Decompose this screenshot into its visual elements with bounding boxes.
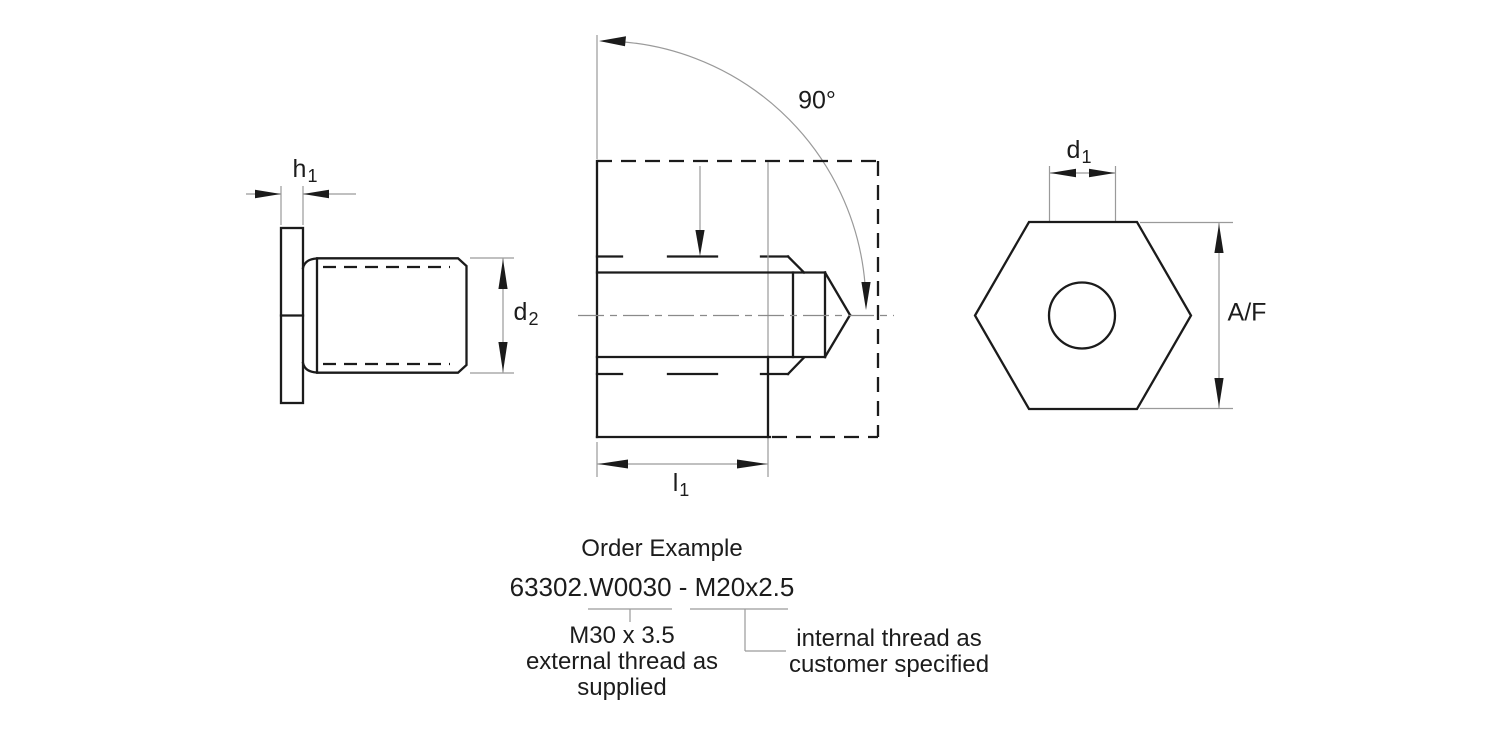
l1-arrowhead-right (737, 459, 767, 469)
section-view (578, 35, 894, 477)
d2-dimension-label: d2 (513, 298, 539, 329)
crest-top-chamfer (786, 254, 806, 275)
external-thread-note-line1: M30 x 3.5 (569, 622, 675, 649)
l1-arrowhead-left (598, 459, 628, 469)
point-cone-upper (823, 270, 852, 317)
external-thread-note-line3: supplied (577, 674, 667, 701)
angle-arrowhead-start (599, 36, 626, 47)
d1-arrowhead-left (1050, 168, 1076, 178)
order-example-heading: Order Example (581, 535, 743, 562)
crest-bottom-chamfer (786, 355, 806, 376)
h1-arrowhead-right (303, 189, 329, 199)
h1-dimension-label: h1 (292, 155, 318, 186)
order-example-code: 63302.W0030 - M20x2.5 (509, 572, 795, 602)
d2-arrowhead-bottom (498, 342, 508, 372)
h1-label-sub: 1 (307, 166, 318, 186)
h1-arrowhead-left (255, 189, 281, 199)
d1-label-sub: 1 (1081, 147, 1092, 167)
fillet-bottom (301, 361, 319, 374)
l1-label-base: l (672, 469, 679, 497)
side-view (246, 186, 514, 405)
d2-label-sub: 2 (528, 309, 539, 329)
point-cone-lower (823, 313, 852, 359)
d2-arrowhead-top (498, 259, 508, 289)
l1-dimension-label: l1 (672, 469, 690, 500)
angle-arc (602, 40, 866, 285)
angle-dimension-label: 90° (798, 86, 836, 115)
external-thread-note: M30 x 3.5 external thread as supplied (526, 623, 718, 701)
h1-label-base: h (292, 155, 307, 183)
order-leader-lines (588, 608, 788, 652)
hexagon-outline (973, 220, 1193, 411)
fillet-top (301, 257, 319, 270)
body-outline (315, 257, 468, 374)
l1-label-sub: 1 (679, 480, 690, 500)
d2-label-base: d (513, 298, 528, 326)
bore-circle (1047, 281, 1117, 350)
hex-end-view (973, 166, 1233, 411)
d1-arrowhead-right (1089, 168, 1115, 178)
internal-thread-note: internal thread as customer specified (789, 626, 989, 678)
external-thread-note-line2: external thread as (525, 648, 719, 675)
af-arrowhead-bottom (1214, 378, 1224, 407)
af-arrowhead-top (1214, 224, 1224, 253)
d1-label-base: d (1066, 136, 1081, 164)
internal-thread-note-line1: internal thread as (796, 625, 982, 652)
d1-dimension-label: d1 (1066, 136, 1092, 167)
internal-thread-note-line2: customer specified (788, 651, 990, 678)
machining-arrowhead (695, 230, 705, 256)
angle-arrowhead-end (861, 282, 871, 310)
af-dimension-label: A/F (1227, 298, 1267, 327)
